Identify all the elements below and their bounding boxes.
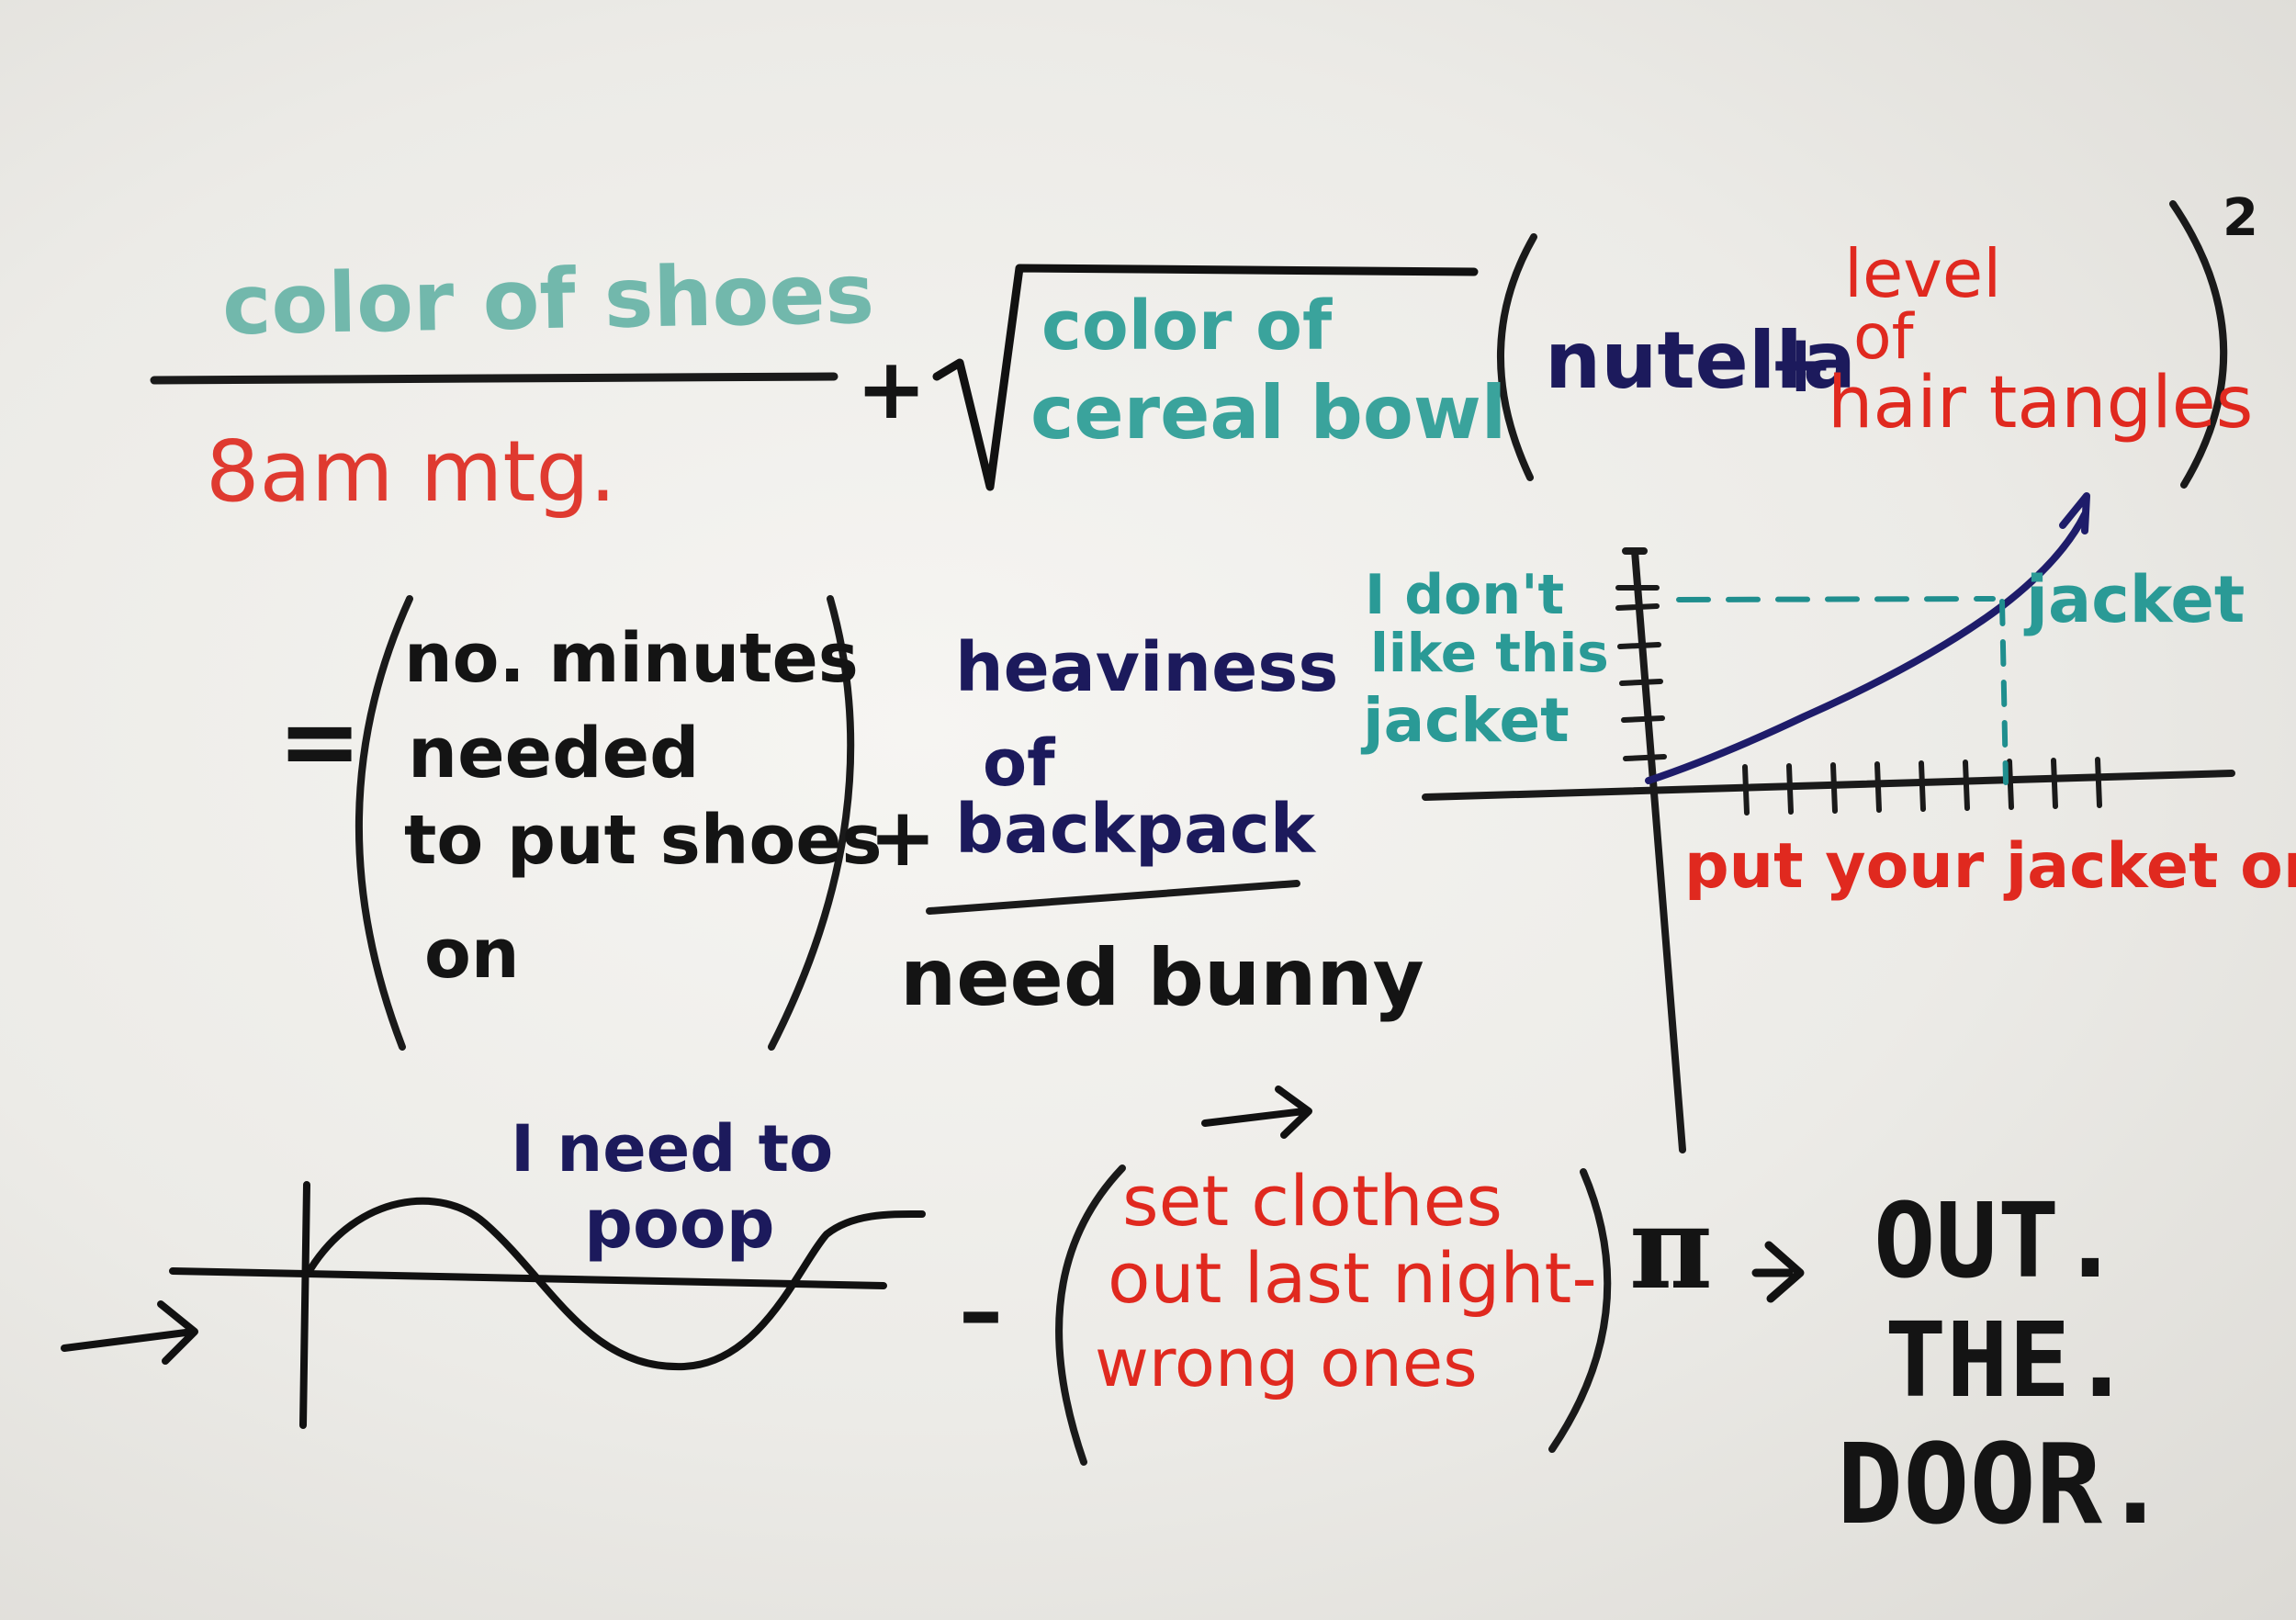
fraction-bar-backpack [926, 880, 1300, 915]
minutes-line3: to put shoes [404, 801, 883, 880]
left-arrow [61, 1300, 198, 1365]
minus-sign: – [959, 1260, 1003, 1363]
backpack-word: backpack [955, 790, 1315, 869]
cereal-bowl-line2: cereal bowl [1030, 370, 1507, 456]
of-word-backpack: of [983, 726, 1055, 801]
shoes-color-numerator: color of shoes [221, 245, 875, 354]
dashed-horizontal [1676, 596, 1996, 602]
poop-line2: poop [584, 1185, 775, 1264]
pi-arrow [1751, 1241, 1805, 1303]
jacket-curve [1645, 511, 2088, 784]
graph-point-label: jacket [2026, 562, 2245, 637]
graph-y-axis [1622, 547, 1686, 1153]
result-out: OUT. [1874, 1182, 2122, 1301]
left-paren-minutes [355, 595, 413, 1051]
right-paren-minutes [768, 595, 855, 1051]
result-the: THE. [1885, 1301, 2133, 1421]
clothes-line2: out last night- [1108, 1237, 1597, 1319]
graph-x-ticks [1742, 757, 2102, 816]
plus-sign-1: + [856, 340, 928, 438]
clothes-line1: set clothes [1122, 1160, 1503, 1242]
graph-y-ticks [1615, 585, 1667, 761]
graph-xlabel: put your jacket on [1684, 830, 2296, 903]
graph-ylabel-line2: like this [1370, 622, 1609, 684]
right-paren-clothes [1548, 1168, 1612, 1453]
squared-exponent: 2 [2223, 188, 2258, 248]
mid-arrow [1201, 1086, 1312, 1139]
poop-line1: I need to [511, 1111, 834, 1187]
meeting-denominator: 8am mtg. [206, 422, 617, 521]
equals-sign: = [277, 682, 363, 800]
graph-ylabel-line3: jacket [1363, 685, 1570, 756]
plus-sign-nutella: + [1767, 316, 1835, 411]
heaviness-word: heaviness [955, 628, 1339, 707]
left-paren-nutella [1497, 233, 1537, 481]
minutes-line2: needed [408, 712, 700, 793]
minutes-line4: on [424, 915, 520, 994]
minutes-line1: no. minutes [404, 619, 859, 698]
pi-symbol: π [1629, 1182, 1713, 1315]
plus-sign-2: + [869, 790, 937, 884]
graph-ylabel-line1: I don't [1365, 563, 1565, 627]
of-word-hair: of [1853, 301, 1914, 374]
right-paren-hair [2169, 200, 2228, 489]
sine-axis-y [299, 1181, 310, 1429]
sine-wave [307, 1197, 926, 1371]
curve-arrowhead [2059, 492, 2090, 534]
sqrt-sign [932, 264, 1479, 491]
cereal-bowl-line1: color of [1041, 287, 1333, 366]
result-door: DOOR. [1837, 1422, 2169, 1549]
dashed-vertical [1999, 599, 2009, 785]
need-bunny: need bunny [900, 932, 1424, 1024]
clothes-line3: wrong ones [1095, 1324, 1478, 1401]
fraction-bar-shoes [150, 372, 838, 385]
nutella-term: nutella [1545, 315, 1856, 407]
level-word: level [1844, 235, 2002, 312]
hair-tangles: hair tangles [1828, 362, 2254, 444]
sine-axis-x [169, 1267, 887, 1289]
left-paren-clothes [1055, 1164, 1126, 1466]
graph-x-axis [1422, 770, 2235, 801]
